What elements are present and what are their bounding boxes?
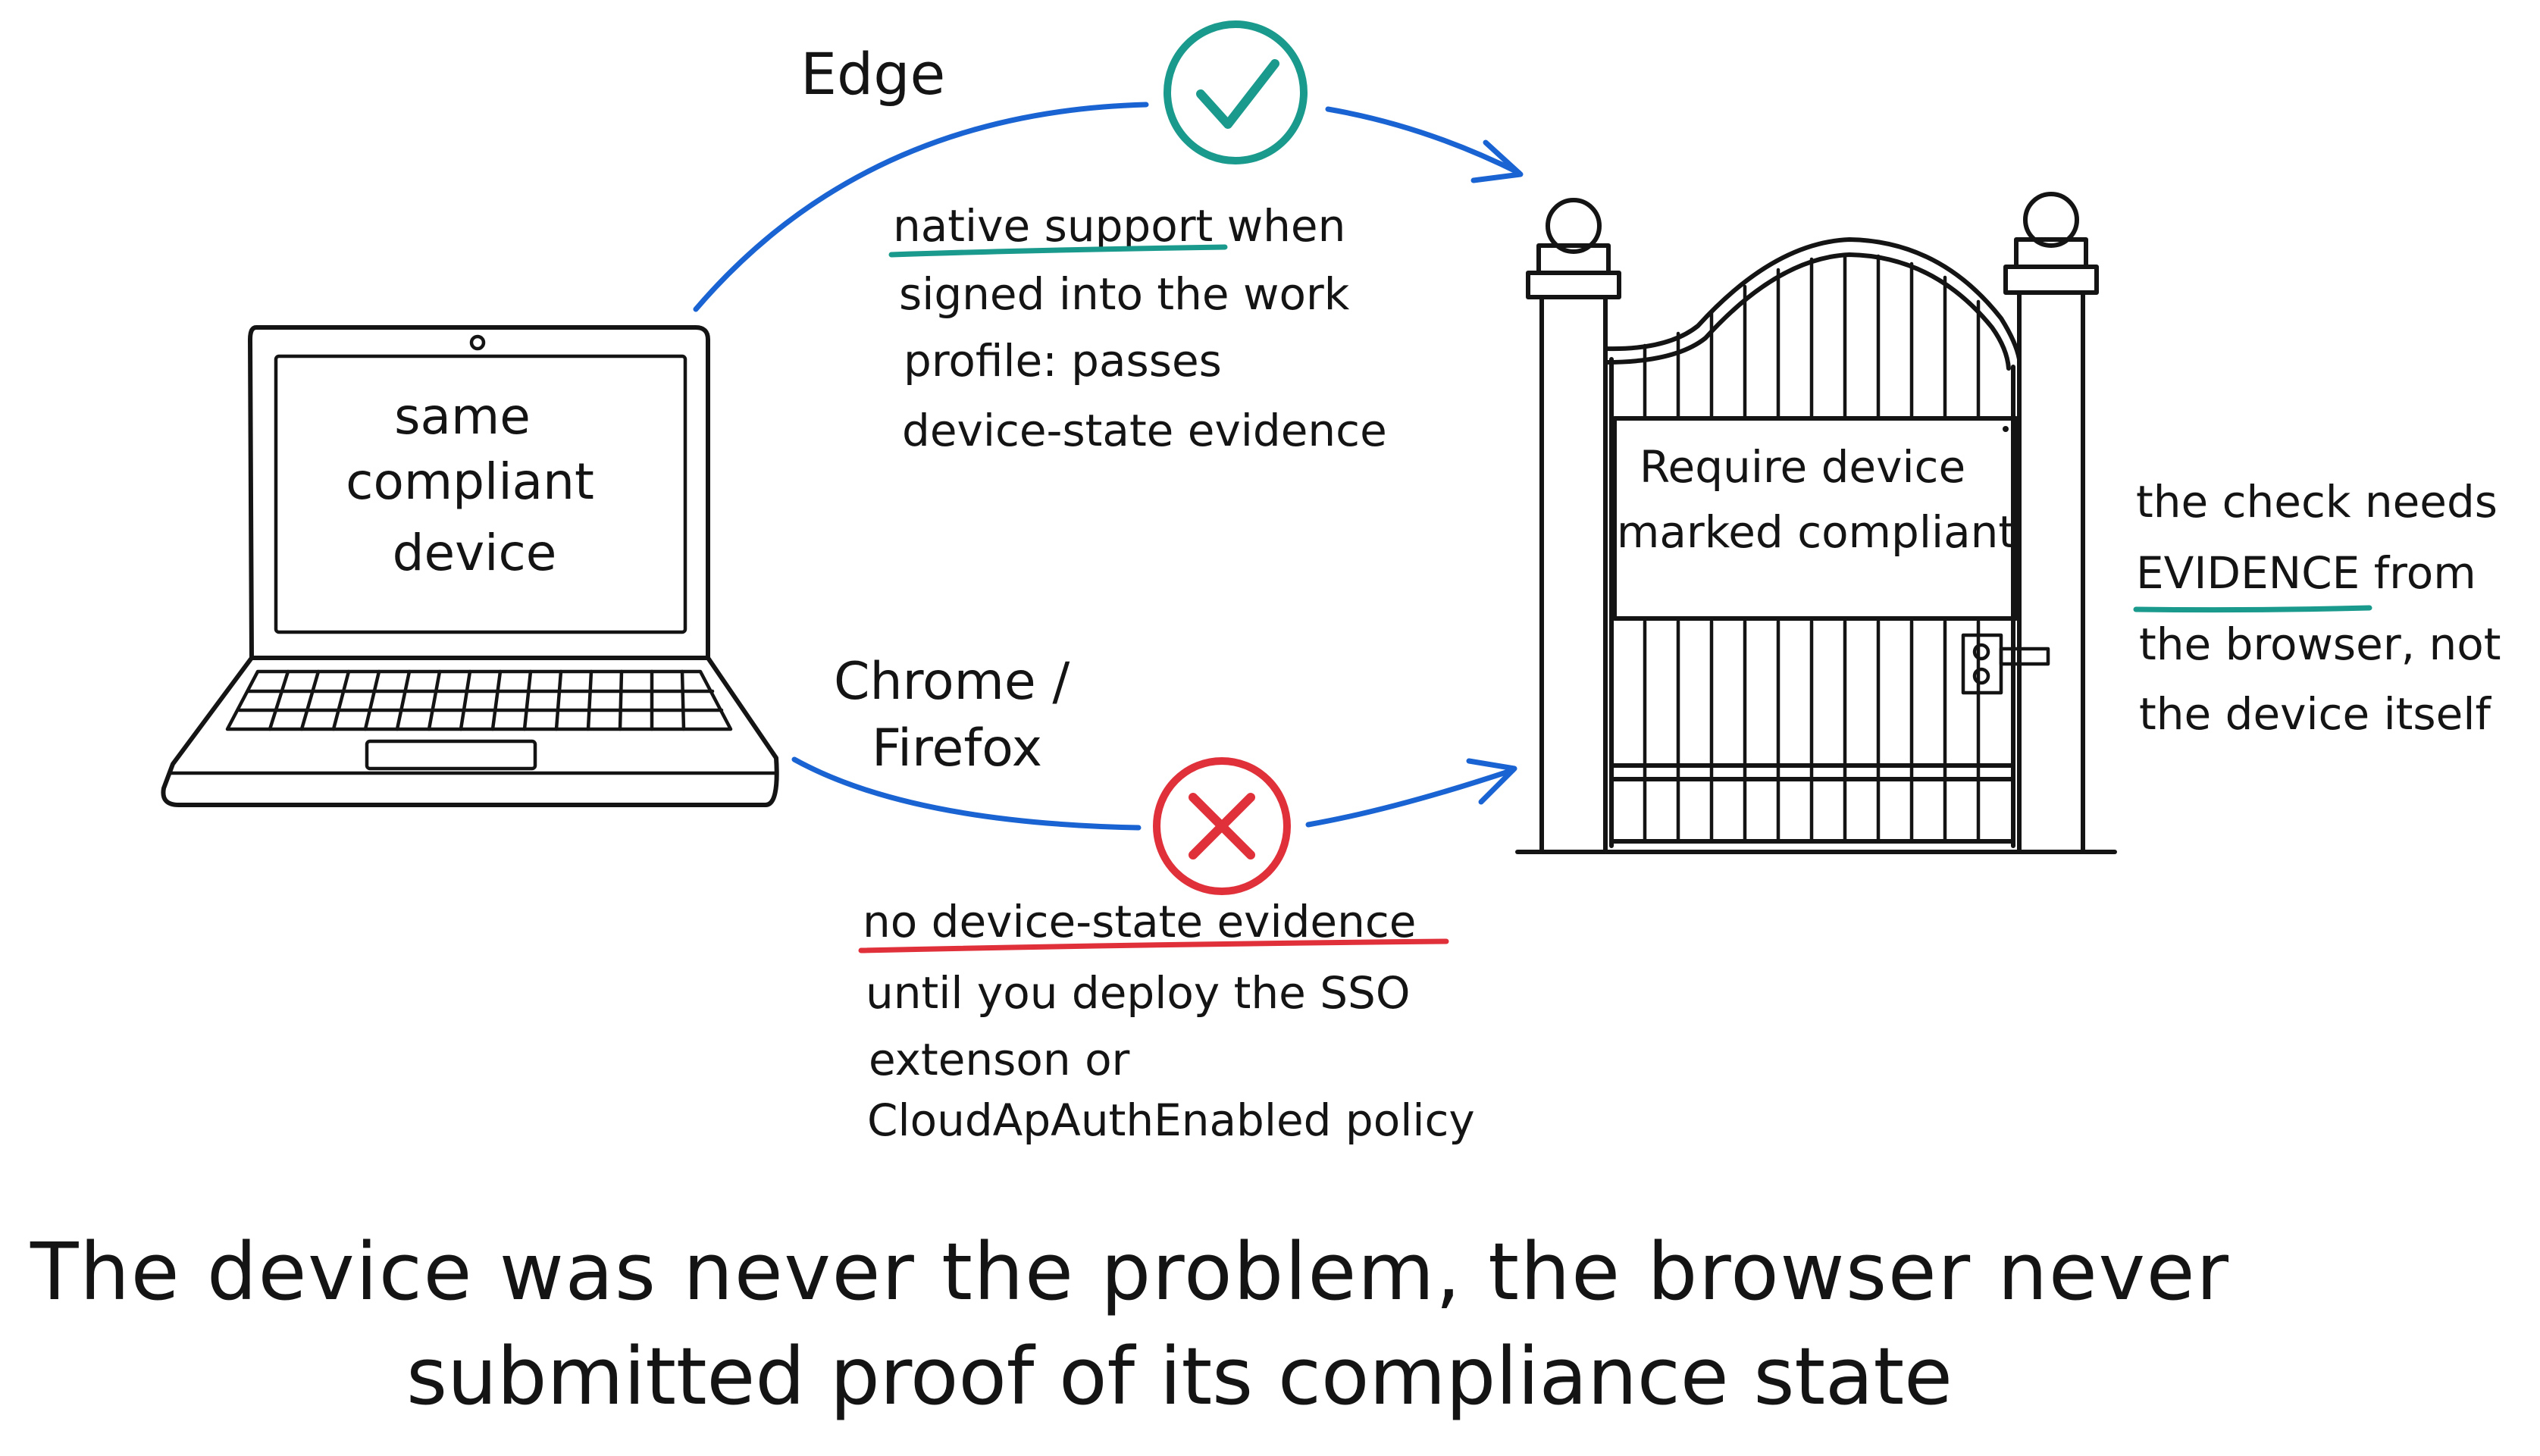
edge-note-line-3: profile: passes <box>904 335 1222 387</box>
edge-browser-label: Edge <box>800 40 945 108</box>
checkmark-icon <box>1164 20 1308 164</box>
edge-note-line-1: native support when <box>893 200 1345 252</box>
edge-arrow-upper-curve <box>693 102 1149 312</box>
edge-note-underline <box>888 244 1228 258</box>
edge-note-line-1-rest: when <box>1213 200 1345 252</box>
chrome-arrow-right-segment <box>1305 767 1516 828</box>
chrome-note-underline <box>858 938 1449 953</box>
caption-line-2: submitted proof of its compliance state <box>406 1330 1953 1423</box>
edge-note-line-2: signed into the work <box>899 268 1350 320</box>
chrome-note-line-3: extenson or <box>869 1034 1130 1085</box>
chrome-browser-label-line-1: Chrome / <box>834 652 1070 712</box>
caption-line-1: The device was never the problem, the br… <box>30 1226 2228 1318</box>
edge-arrowhead <box>1470 139 1524 183</box>
laptop-screen-line-1: same <box>394 387 531 446</box>
chrome-note-line-2: until you deploy the SSO <box>866 967 1411 1019</box>
edge-note-highlight: native support <box>893 200 1213 252</box>
side-note-line-1: the check needs <box>2136 476 2498 528</box>
laptop-screen-line-3: device <box>393 524 557 582</box>
laptop-illustration <box>161 325 779 807</box>
chrome-arrow-left-segment <box>791 756 1142 831</box>
camera-icon <box>469 334 486 351</box>
chrome-note-highlight: no device-state evidence <box>863 896 1416 947</box>
side-note-line-3: the browser, not <box>2139 618 2501 670</box>
laptop-screen-line-2: compliant <box>346 452 594 511</box>
side-note-line-2-rest: from <box>2360 547 2476 599</box>
gate-sign-line-2: marked compliant <box>1617 506 2015 558</box>
latch-icon <box>1961 633 2050 695</box>
side-note-underline <box>2133 605 2372 613</box>
side-note-highlight: EVIDENCE <box>2136 547 2360 599</box>
chrome-browser-label-line-2: Firefox <box>872 719 1042 778</box>
gate-illustration <box>1515 192 2117 854</box>
cross-icon <box>1153 757 1291 895</box>
chrome-arrowhead <box>1466 758 1517 805</box>
edge-note-line-4: device-state evidence <box>902 405 1387 456</box>
gate-sign-line-1: Require device <box>1640 441 1965 493</box>
edge-arrow-head-segment <box>1325 106 1522 176</box>
chrome-note-line-4: CloudApAuthEnabled policy <box>867 1094 1475 1146</box>
side-note-line-2: EVIDENCE from <box>2136 547 2476 599</box>
side-note-line-4: the device itself <box>2139 688 2491 740</box>
